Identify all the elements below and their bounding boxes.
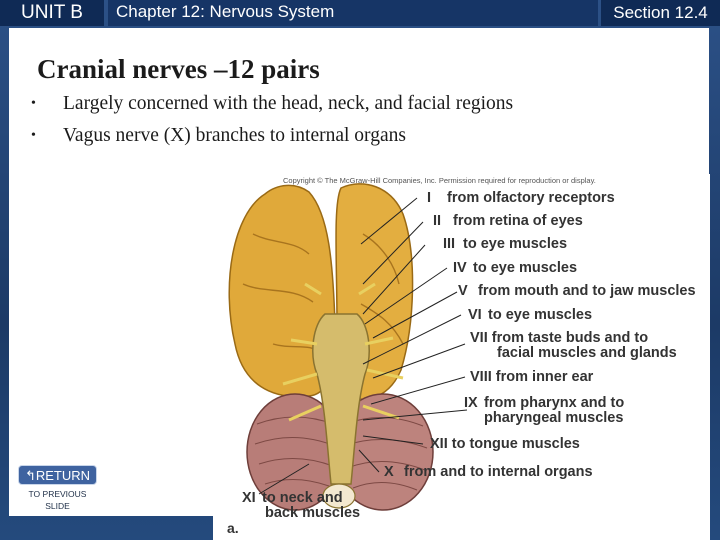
section-label: Section 12.4 — [601, 0, 720, 26]
cranial-nerves-figure: Copyright © The McGraw-Hill Companies, I… — [213, 174, 710, 540]
bullet-icon: • — [31, 128, 36, 143]
return-button[interactable]: ↰RETURN — [18, 465, 97, 485]
bullet-icon: • — [31, 96, 36, 111]
bullet-list: • Largely concerned with the head, neck, … — [31, 94, 513, 158]
slide-title: Cranial nerves –12 pairs — [37, 54, 320, 84]
unit-label: UNIT B — [0, 0, 104, 26]
nerve-label-ii: II from retina of eyes — [433, 213, 583, 229]
bullet-text: Vagus nerve (X) branches to internal org… — [63, 125, 406, 146]
nerve-label-iv: IV to eye muscles — [453, 260, 578, 276]
chapter-title: Chapter 12: Nervous System — [108, 0, 598, 26]
return-caption: TO PREVIOUS SLIDE — [28, 489, 87, 511]
nerve-label-viii: VIII from inner ear — [470, 369, 594, 385]
bullet-item: • Largely concerned with the head, neck, … — [31, 94, 513, 126]
top-bar: UNIT B Chapter 12: Nervous System Sectio… — [0, 0, 720, 26]
nerve-label-vi: VI to eye muscles — [468, 307, 593, 323]
bullet-text: Largely concerned with the head, neck, a… — [63, 93, 514, 114]
copyright-notice: Copyright © The McGraw-Hill Companies, I… — [283, 176, 596, 185]
bullet-item: • Vagus nerve (X) branches to internal or… — [31, 126, 513, 158]
nerve-label-iii: III to eye muscles — [443, 236, 568, 252]
figure-panel-letter: a. — [227, 520, 239, 536]
brain-illustration — [228, 183, 468, 511]
nerve-label-i: I from olfactory receptors — [427, 190, 615, 206]
nerve-label-xii: XII to tongue muscles — [430, 436, 580, 452]
nerve-label-v: V from mouth and to jaw muscles — [458, 283, 696, 299]
nerve-label-x: X from and to internal organs — [384, 464, 593, 480]
